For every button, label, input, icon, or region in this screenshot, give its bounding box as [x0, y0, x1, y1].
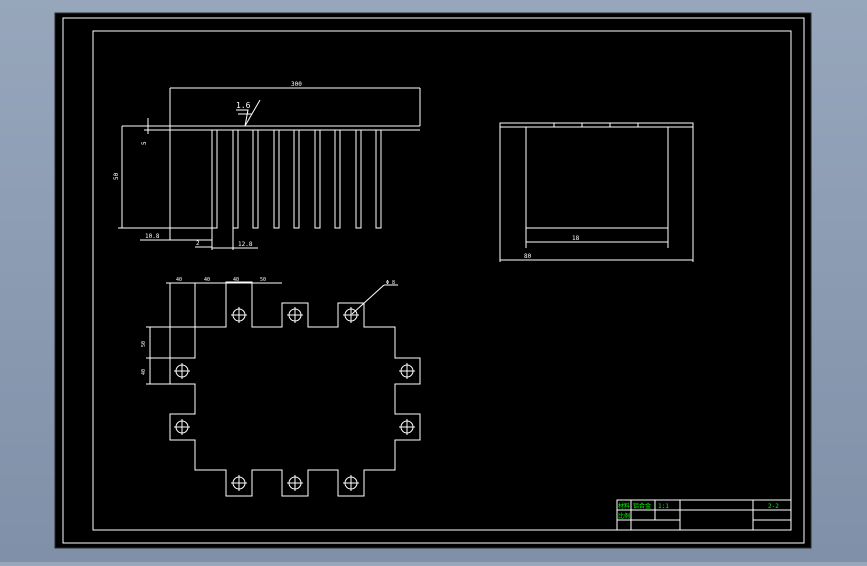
hole-8 [231, 475, 247, 491]
title-block [616, 499, 792, 531]
plan-view-labels: Φ 8 40 40 40 50 50 40 [141, 277, 395, 375]
dim-plan-left-1: 50 [141, 341, 147, 347]
side-view [499, 122, 694, 262]
scale-label: 比例 [618, 512, 630, 520]
hole-3 [343, 307, 359, 323]
front-view [118, 87, 421, 250]
material-label: 材料 [618, 502, 630, 510]
part-code: 2-2 [768, 503, 779, 510]
hole-10 [343, 475, 359, 491]
dim-bottom-1: 10.8 [145, 233, 160, 240]
drawing-sheet [54, 12, 812, 549]
mounting-holes [174, 307, 415, 491]
scale-value: 1:1 [658, 503, 669, 510]
side-view-labels: 18 80 [524, 235, 580, 260]
dim-left: 50 [113, 172, 120, 180]
dim-plan-top-3: 40 [233, 277, 239, 283]
hole-4 [174, 363, 190, 379]
outer-border [62, 17, 805, 544]
plan-view [146, 281, 421, 497]
inner-frame [92, 30, 792, 531]
dim-bottom-3: 12.8 [238, 241, 253, 248]
dim-side-outer: 80 [524, 253, 532, 260]
hole-2 [287, 307, 303, 323]
hole-5 [399, 363, 415, 379]
dim-plan-top-1: 40 [176, 277, 182, 283]
hole-9 [287, 475, 303, 491]
material-value: 铝合金 [633, 502, 651, 510]
dim-plan-top-2: 40 [204, 277, 210, 283]
dim-bottom-2: 2 [196, 240, 200, 247]
hole-7 [399, 419, 415, 435]
roughness-value: 1.6 [236, 101, 251, 110]
dim-side-inner: 18 [572, 235, 580, 242]
dim-top-small: 5 [141, 141, 148, 145]
title-block-text: 材料 铝合金 比例 1:1 2-2 [618, 502, 779, 520]
plan-outline [169, 281, 421, 497]
hole-6 [174, 419, 190, 435]
dim-plan-left-2: 40 [141, 369, 147, 375]
hole-1 [231, 307, 247, 323]
hole-label: Φ 8 [386, 280, 395, 286]
dim-top: 300 [291, 81, 302, 88]
dim-plan-top-4: 50 [260, 277, 266, 283]
front-view-labels: 300 1.6 50 5 10.8 2 12.8 [113, 81, 302, 248]
